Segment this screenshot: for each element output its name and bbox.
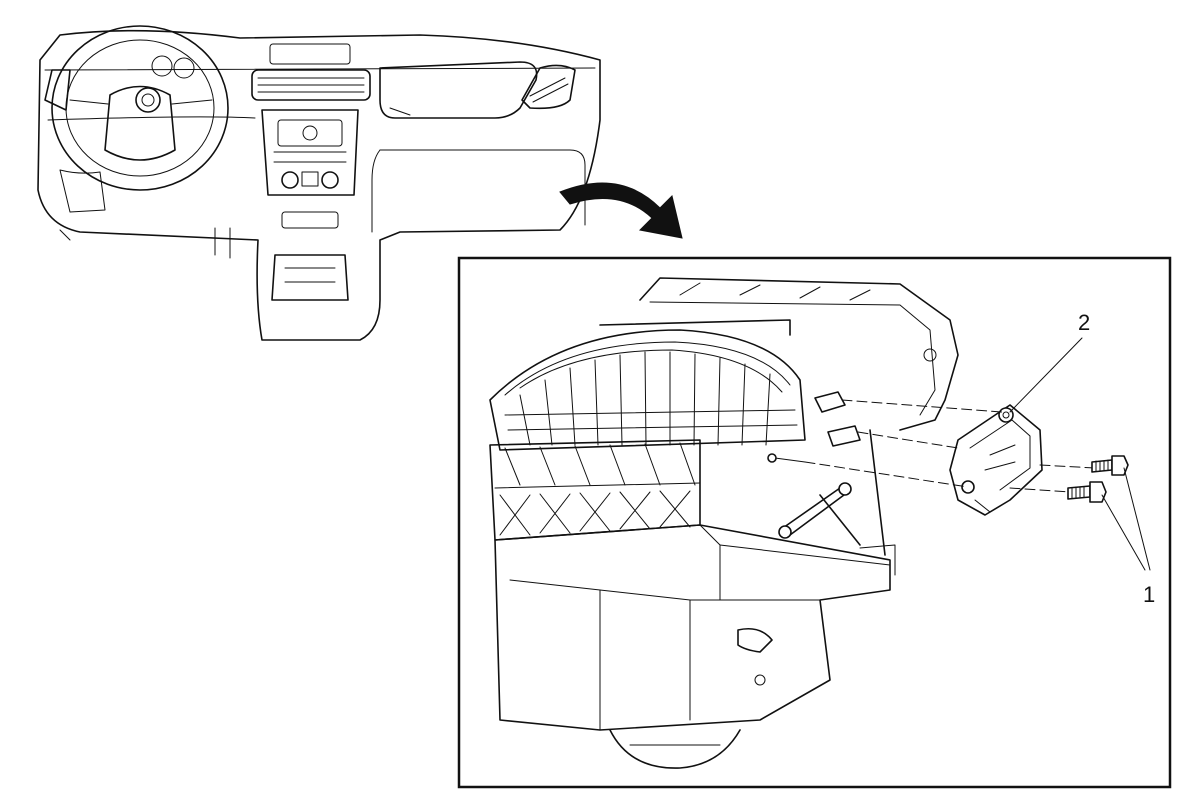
steering-wheel — [51, 25, 229, 191]
bolt-upper — [1091, 455, 1129, 476]
mode-actuator — [949, 404, 1043, 516]
callout-fasteners: 1 — [1143, 582, 1155, 607]
dashboard-overview — [37, 25, 601, 341]
detail-frame — [457, 256, 1172, 789]
zoom-arrow — [559, 182, 683, 239]
hvac-module — [489, 277, 959, 769]
center-stack — [261, 109, 359, 229]
bolt-lower — [1067, 481, 1107, 503]
center-vent — [251, 43, 371, 101]
callout-actuator: 2 — [1078, 310, 1090, 335]
